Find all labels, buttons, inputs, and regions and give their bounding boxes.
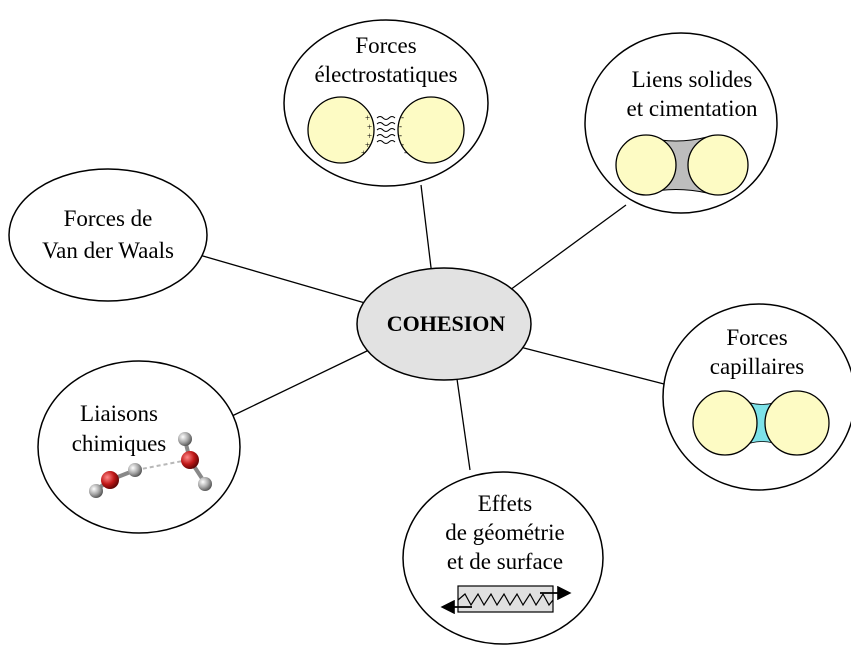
capillary-bridge-icon — [692, 390, 830, 456]
svg-text:-: - — [399, 130, 402, 140]
grain-left — [307, 96, 375, 164]
node-label-line: Forces de — [64, 206, 153, 231]
node-label-line: capillaires — [710, 354, 805, 379]
svg-text:-: - — [404, 147, 407, 157]
surface-block — [457, 585, 554, 613]
field-lines — [376, 116, 396, 144]
rough-interface — [457, 592, 554, 607]
oxygen-atom — [101, 471, 119, 489]
node-label-line: et de surface — [447, 549, 563, 574]
grain-right — [397, 96, 465, 164]
water-molecules-icon — [89, 432, 212, 498]
grain-right — [687, 134, 749, 196]
svg-text:+: + — [361, 148, 366, 158]
node-label-line: et cimentation — [627, 96, 758, 121]
svg-text:+: + — [365, 113, 370, 123]
node-electrostatic: Forces électrostatiques + + + + + - - — [283, 19, 489, 187]
hydrogen-atom — [89, 484, 103, 498]
grain-left — [615, 134, 677, 196]
connector-geometry — [456, 378, 471, 471]
connectors — [195, 184, 665, 471]
connector-capillary — [519, 346, 665, 385]
center-label: COHESION — [387, 311, 506, 336]
hydrogen-atom — [178, 432, 192, 446]
node-bubble — [37, 360, 241, 534]
cemented-spheres-icon — [615, 134, 749, 196]
node-capillary: Forces capillaires — [662, 303, 851, 491]
negative-charges: - - - - - — [399, 112, 407, 157]
grain-left — [692, 390, 758, 456]
svg-text:-: - — [399, 121, 402, 131]
svg-text:-: - — [401, 112, 404, 122]
center-ellipse — [356, 267, 532, 381]
oxygen-atom — [181, 451, 199, 469]
node-solid-bonds: Liens solides et cimentation — [584, 32, 778, 214]
svg-text:+: + — [365, 140, 370, 150]
node-label-line: chimiques — [72, 431, 167, 456]
hydrogen-atom — [128, 463, 142, 477]
hydrogen-atom — [198, 477, 212, 491]
connector-van-der-waals — [195, 253, 366, 304]
connector-chemical — [231, 349, 370, 417]
connector-solid-bonds — [509, 204, 627, 291]
center-node: COHESION — [356, 267, 532, 381]
node-label-line: Forces — [355, 33, 416, 58]
hydrogen-bond — [135, 459, 189, 471]
node-label-line: Liaisons — [80, 401, 158, 426]
charged-spheres-icon: + + + + + - - - - - — [307, 96, 465, 164]
node-geometry: Effets de géométrie et de surface — [402, 471, 604, 645]
node-label-line: de géométrie — [445, 520, 564, 545]
node-label-line: Van der Waals — [42, 238, 174, 263]
node-bubble — [8, 168, 208, 302]
node-van-der-waals: Forces de Van der Waals — [8, 168, 208, 302]
connector-electrostatic — [420, 184, 434, 285]
grain-right — [764, 390, 830, 456]
node-label-line: Effets — [478, 491, 533, 516]
node-label-line: Forces — [726, 325, 787, 350]
svg-text:-: - — [401, 139, 404, 149]
positive-charges: + + + + + — [361, 113, 372, 158]
svg-text:+: + — [367, 131, 372, 141]
node-label-line: Liens solides — [632, 67, 753, 92]
svg-text:+: + — [367, 122, 372, 132]
node-label-line: électrostatiques — [314, 62, 457, 87]
node-chemical: Liaisons chimiques — [37, 360, 241, 534]
rough-surface-sliding-icon — [440, 585, 572, 615]
